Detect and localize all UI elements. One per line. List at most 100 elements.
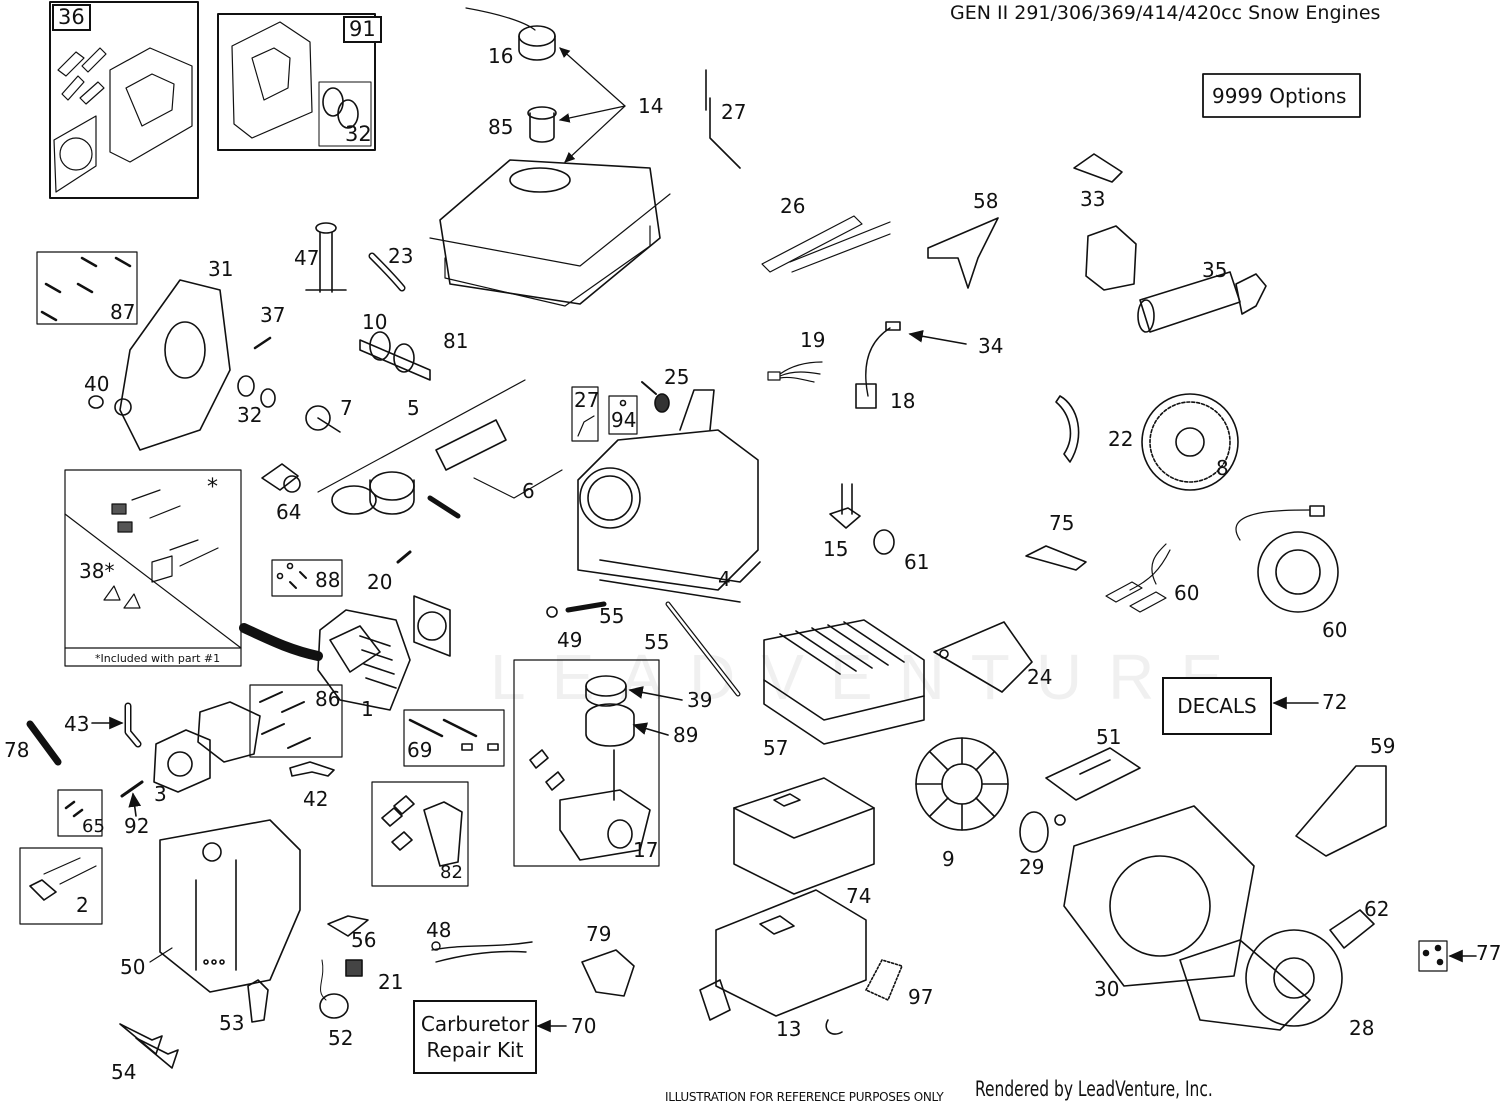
callout-78[interactable]: 78: [4, 738, 30, 762]
kit-box-94[interactable]: [608, 395, 638, 435]
callout-39[interactable]: 39: [687, 688, 713, 712]
callout-57[interactable]: 57: [763, 736, 789, 760]
kit-box-88[interactable]: [271, 559, 343, 597]
callout-81[interactable]: 81: [443, 329, 469, 353]
callout-35[interactable]: 35: [1202, 258, 1228, 282]
callout-64[interactable]: 64: [276, 500, 302, 524]
callout-24[interactable]: 24: [1027, 665, 1053, 689]
callout-36[interactable]: 36: [52, 4, 91, 32]
callout-48[interactable]: 48: [426, 918, 452, 942]
callout-52[interactable]: 52: [328, 1026, 354, 1050]
callout-50[interactable]: 50: [120, 955, 146, 979]
callout-69[interactable]: 69: [407, 738, 433, 762]
callout-20[interactable]: 20: [367, 570, 393, 594]
callout-4[interactable]: 4: [718, 567, 731, 591]
kit-box-91[interactable]: [217, 13, 376, 151]
callout-43[interactable]: 43: [64, 712, 90, 736]
callout-2[interactable]: 2: [76, 893, 89, 917]
callout-88[interactable]: 88: [315, 568, 341, 592]
kit-box-32[interactable]: [318, 81, 372, 147]
callout-27[interactable]: 27: [721, 100, 747, 124]
callout-65[interactable]: 65: [82, 816, 105, 837]
callout-37[interactable]: 37: [260, 303, 286, 327]
kit-box-86[interactable]: [249, 684, 343, 758]
callout-79[interactable]: 79: [586, 922, 612, 946]
callout-30[interactable]: 30: [1094, 977, 1120, 1001]
callout-92[interactable]: 92: [124, 814, 150, 838]
callout-18[interactable]: 18: [890, 389, 916, 413]
kit-box-69[interactable]: [403, 709, 505, 767]
callout-54[interactable]: 54: [111, 1060, 137, 1084]
kit-box-36[interactable]: [49, 1, 199, 199]
callout-28[interactable]: 28: [1349, 1016, 1375, 1040]
callout-55[interactable]: 55: [599, 604, 625, 628]
callout-29[interactable]: 29: [1019, 855, 1045, 879]
callout-1[interactable]: 1: [361, 697, 374, 721]
callout-62[interactable]: 62: [1364, 897, 1390, 921]
callout-16[interactable]: 16: [488, 44, 514, 68]
kit-box-27[interactable]: [571, 386, 599, 442]
callout-89[interactable]: 89: [673, 723, 699, 747]
callout-27-kit[interactable]: 27: [574, 388, 600, 412]
callout-60-stator[interactable]: 60: [1322, 618, 1348, 642]
callout-6[interactable]: 6: [522, 479, 535, 503]
callout-5[interactable]: 5: [407, 396, 420, 420]
callout-26[interactable]: 26: [780, 194, 806, 218]
callout-97[interactable]: 97: [908, 985, 934, 1009]
callout-85[interactable]: 85: [488, 115, 514, 139]
kit-box-2[interactable]: [19, 847, 103, 925]
callout-60[interactable]: 60: [1174, 581, 1200, 605]
callout-8[interactable]: 8: [1216, 456, 1229, 480]
callout-19[interactable]: 19: [800, 328, 826, 352]
callout-49[interactable]: 49: [557, 628, 583, 652]
callout-38[interactable]: 38*: [79, 559, 115, 583]
callout-31[interactable]: 31: [208, 257, 234, 281]
callout-25[interactable]: 25: [664, 365, 690, 389]
callout-82[interactable]: 82: [440, 862, 463, 883]
options-box[interactable]: 9999 Options: [1212, 84, 1347, 108]
callout-15[interactable]: 15: [823, 537, 849, 561]
callout-23[interactable]: 23: [388, 244, 414, 268]
callout-87[interactable]: 87: [110, 300, 136, 324]
callout-33[interactable]: 33: [1080, 187, 1106, 211]
callout-47[interactable]: 47: [294, 246, 320, 270]
callout-77[interactable]: 77: [1476, 941, 1500, 965]
callout-17[interactable]: 17: [633, 838, 659, 862]
callout-22[interactable]: 22: [1108, 427, 1134, 451]
callout-10[interactable]: 10: [362, 310, 388, 334]
decals-box[interactable]: DECALS: [1162, 677, 1272, 735]
callout-70[interactable]: 70: [571, 1014, 597, 1038]
callout-21[interactable]: 21: [378, 970, 404, 994]
callout-75[interactable]: 75: [1049, 511, 1075, 535]
callout-40[interactable]: 40: [84, 372, 110, 396]
callout-55-stud[interactable]: 55: [644, 630, 670, 654]
callout-59[interactable]: 59: [1370, 734, 1396, 758]
callout-53[interactable]: 53: [219, 1011, 245, 1035]
carburetor-repair-kit-box[interactable]: Carburetor Repair Kit: [413, 1000, 537, 1074]
callout-74[interactable]: 74: [846, 884, 872, 908]
callout-86[interactable]: 86: [315, 687, 341, 711]
callout-32[interactable]: 32: [345, 122, 372, 146]
callout-7[interactable]: 7: [340, 396, 353, 420]
callout-56[interactable]: 56: [351, 928, 377, 952]
callout-42[interactable]: 42: [303, 787, 329, 811]
kit-box-82[interactable]: [371, 781, 469, 887]
fuel-strainer-illustration: [527, 106, 557, 143]
bracket-75-illustration: [1025, 545, 1087, 571]
kit-box-77[interactable]: [1418, 940, 1448, 972]
callout-9[interactable]: 9: [942, 847, 955, 871]
callout-3[interactable]: 3: [154, 782, 167, 806]
valve-kit-box[interactable]: [64, 469, 242, 667]
callout-91[interactable]: 91: [343, 16, 382, 44]
kit-box-65[interactable]: [57, 789, 103, 837]
callout-32[interactable]: 32: [237, 403, 263, 427]
callout-51[interactable]: 51: [1096, 725, 1122, 749]
callout-13[interactable]: 13: [776, 1017, 802, 1041]
callout-34[interactable]: 34: [978, 334, 1004, 358]
kit-box-87[interactable]: [36, 251, 138, 325]
callout-61[interactable]: 61: [904, 550, 930, 574]
callout-94[interactable]: 94: [611, 408, 637, 432]
callout-72[interactable]: 72: [1322, 690, 1348, 714]
callout-14[interactable]: 14: [638, 94, 664, 118]
callout-58[interactable]: 58: [973, 189, 999, 213]
